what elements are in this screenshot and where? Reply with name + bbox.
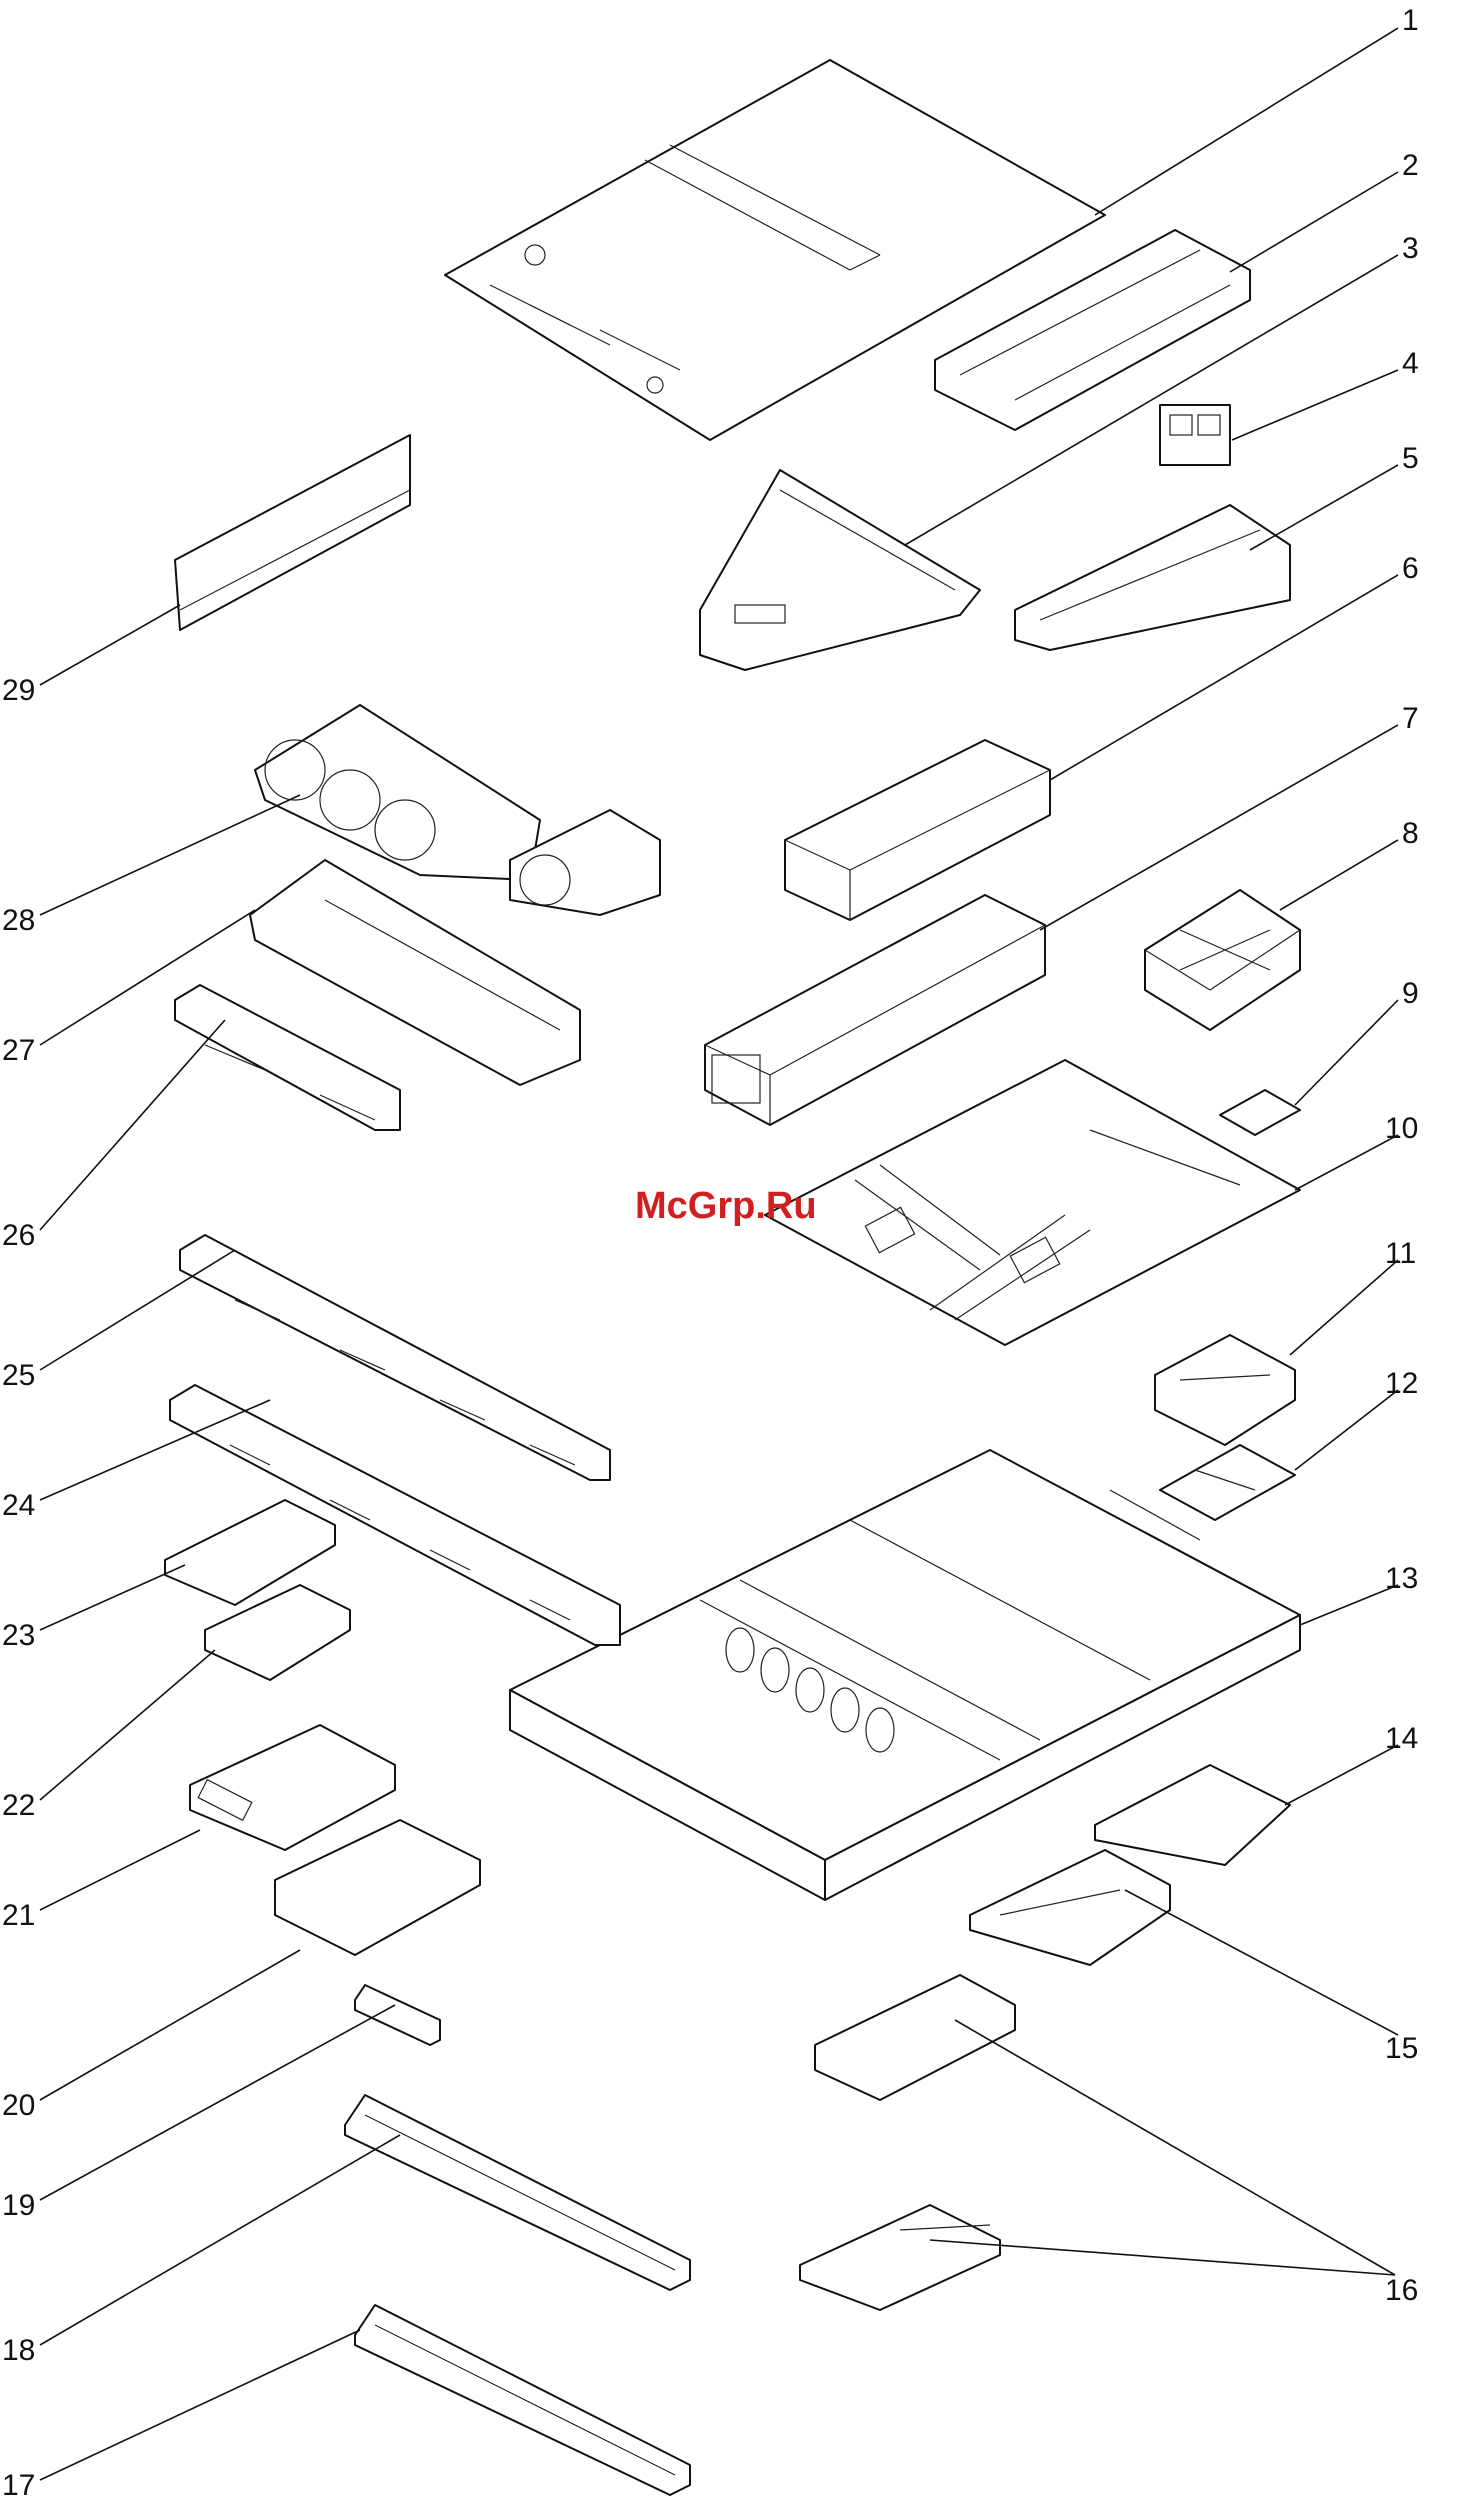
part-18-front-bezel <box>345 2095 690 2290</box>
part-7-power-supply <box>705 895 1045 1125</box>
part-3-riser-cage <box>700 470 980 670</box>
part-10-system-board <box>765 1060 1300 1345</box>
callout-19: 19 <box>2 2189 35 2222</box>
part-15-optical-drive <box>970 1850 1170 1965</box>
part-19-filler <box>355 1985 440 2045</box>
part-12-board <box>1160 1445 1295 1520</box>
callout-9: 9 <box>1402 977 1419 1010</box>
part-11-bracket <box>1155 1335 1295 1445</box>
callout-12: 12 <box>1385 1367 1418 1400</box>
part-6-power-supply <box>785 740 1050 920</box>
callout-17: 17 <box>2 2469 35 2500</box>
part-4-bracket <box>1160 405 1230 465</box>
part-20-hard-disk <box>275 1820 480 1955</box>
part-29-memory-module <box>175 435 410 630</box>
callout-1: 1 <box>1402 4 1419 37</box>
callout-14: 14 <box>1385 1722 1418 1755</box>
part-16-drive <box>800 1975 1015 2310</box>
callout-10: 10 <box>1385 1112 1418 1145</box>
part-14-filler <box>1095 1765 1290 1865</box>
callout-4: 4 <box>1402 347 1419 380</box>
callout-24: 24 <box>2 1489 35 1522</box>
watermark: McGrp.Ru <box>635 1185 817 1227</box>
callout-3: 3 <box>1402 232 1419 265</box>
callout-11: 11 <box>1385 1237 1416 1270</box>
part-8-heat-sink <box>1145 890 1300 1030</box>
part-17-front-bezel <box>355 2305 690 2495</box>
part-5-riser-assembly <box>1015 505 1290 650</box>
callout-23: 23 <box>2 1619 35 1652</box>
callout-26: 26 <box>2 1219 35 1252</box>
callout-22: 22 <box>2 1789 35 1822</box>
callout-28: 28 <box>2 904 35 937</box>
callout-29: 29 <box>2 674 35 707</box>
callout-5: 5 <box>1402 442 1419 475</box>
callout-25: 25 <box>2 1359 35 1392</box>
callout-18: 18 <box>2 2334 35 2367</box>
part-9-processor <box>1220 1090 1300 1135</box>
callout-15: 15 <box>1385 2032 1418 2065</box>
part-21-hot-swap-drive <box>190 1725 395 1850</box>
callout-6: 6 <box>1402 552 1419 585</box>
callout-16: 16 <box>1385 2274 1418 2307</box>
part-26-backplane <box>175 985 400 1130</box>
callout-27: 27 <box>2 1034 35 1067</box>
callout-21: 21 <box>2 1899 35 1932</box>
callout-7: 7 <box>1402 702 1419 735</box>
callout-20: 20 <box>2 2089 35 2122</box>
callout-2: 2 <box>1402 149 1419 182</box>
callout-8: 8 <box>1402 817 1419 850</box>
callout-13: 13 <box>1385 1562 1418 1595</box>
